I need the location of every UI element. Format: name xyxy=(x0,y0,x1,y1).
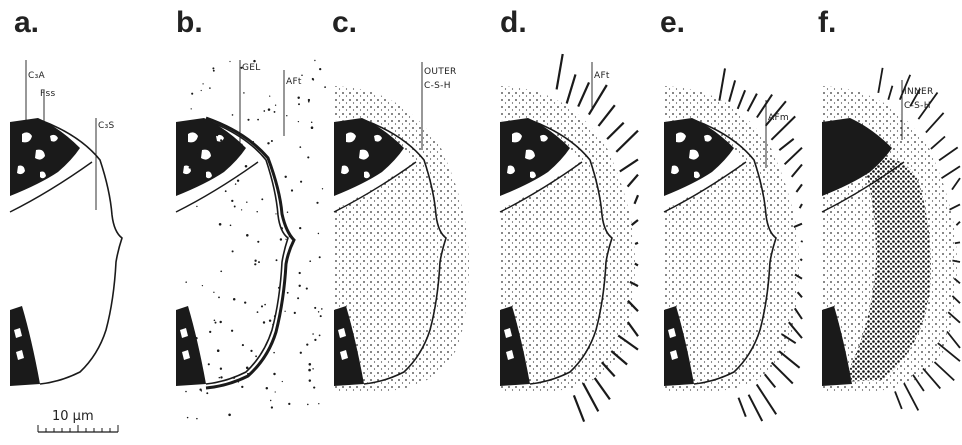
label-c3a: C₃A xyxy=(28,71,45,81)
label-gel: GEL xyxy=(242,63,261,73)
scale-bar: 10 μm xyxy=(38,409,118,432)
label-aft-b: AFt xyxy=(286,77,302,87)
panel-f-diagram: INNER C-S-H xyxy=(822,68,960,411)
label-outer: OUTER xyxy=(424,67,457,77)
label-afm: AFm xyxy=(768,113,789,123)
scale-bar-label: 10 μm xyxy=(52,409,94,424)
label-csh-inner: C-S-H xyxy=(904,101,931,111)
panel-d-diagram: AFt xyxy=(500,54,638,422)
label-c3s: C₃S xyxy=(98,121,115,131)
label-inner: INNER xyxy=(904,87,934,97)
panel-a-diagram: C₃A Fss C₃S xyxy=(10,60,122,386)
panel-b-diagram: GEL AFt xyxy=(176,60,326,420)
label-aft-d: AFt xyxy=(594,71,610,81)
label-csh-outer: C-S-H xyxy=(424,81,451,91)
panel-e-diagram: AFm xyxy=(664,68,802,421)
panel-c-diagram: OUTER C-S-H xyxy=(334,62,469,392)
label-fss: Fss xyxy=(40,89,55,99)
